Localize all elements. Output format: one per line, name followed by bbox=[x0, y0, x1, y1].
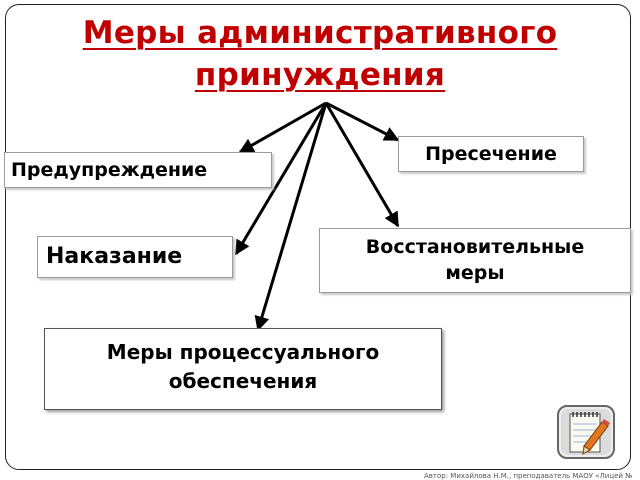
node-restorative: Восстановительные меры bbox=[319, 228, 631, 293]
node-warning-label: Предупреждение bbox=[11, 159, 208, 181]
node-restorative-label-2: меры bbox=[445, 262, 505, 284]
node-restorative-label-1: Восстановительные bbox=[365, 236, 585, 258]
node-warning: Предупреждение bbox=[4, 152, 272, 188]
notepad-pencil-icon[interactable] bbox=[556, 404, 618, 460]
node-suppression-label: Пресечение bbox=[425, 143, 557, 165]
slide-title-text: Меры административного принуждения bbox=[82, 15, 558, 93]
node-punishment-label: Наказание bbox=[46, 244, 183, 269]
node-procedural: Меры процессуального обеспечения bbox=[44, 328, 442, 410]
node-punishment: Наказание bbox=[37, 236, 233, 278]
node-procedural-label-1: Меры процессуального bbox=[106, 340, 380, 364]
author-credit: Автор: Михайлова Н.М., преподаватель МАО… bbox=[424, 472, 633, 480]
node-procedural-label-2: обеспечения bbox=[168, 369, 318, 393]
slide-title: Меры административного принуждения bbox=[20, 12, 620, 96]
node-suppression: Пресечение bbox=[398, 136, 584, 172]
